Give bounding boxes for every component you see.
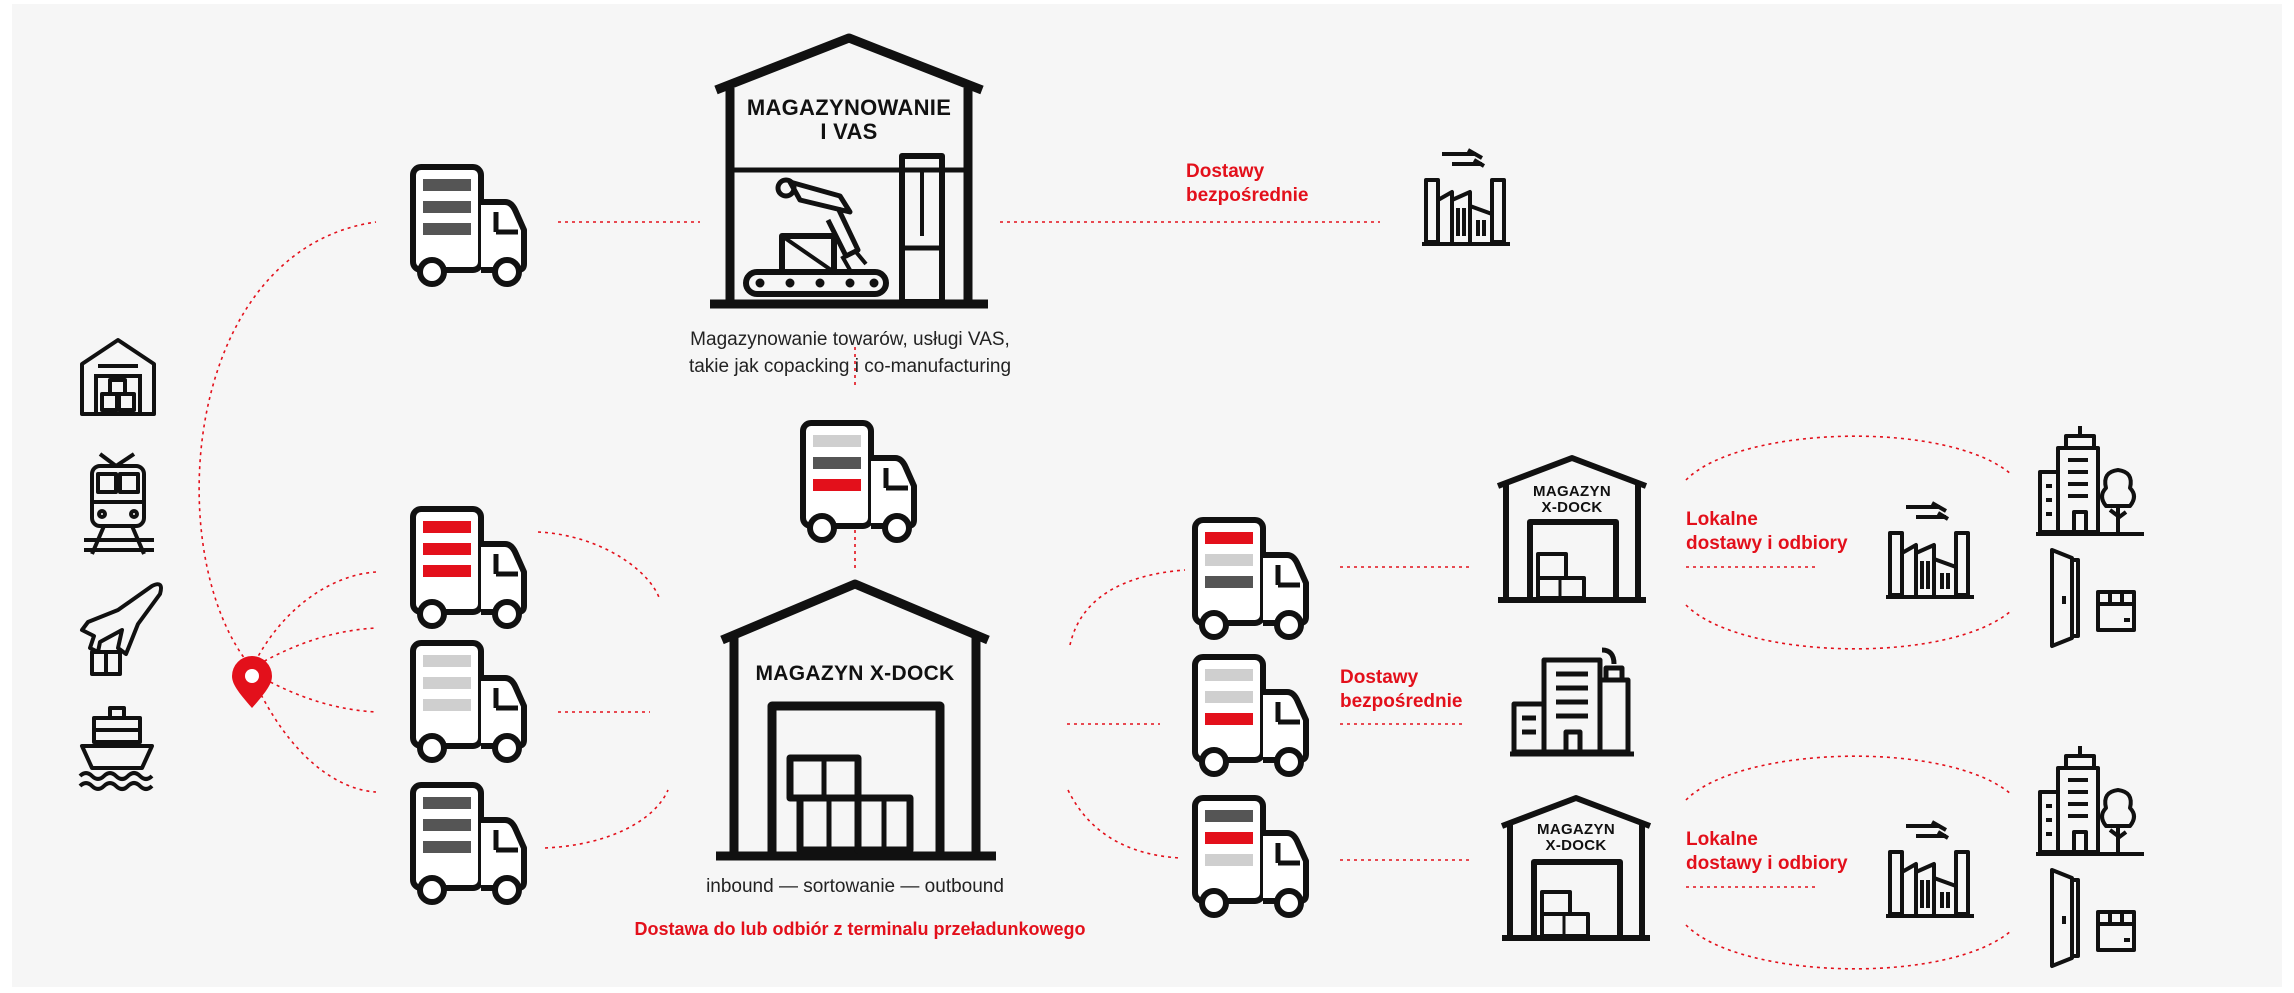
warehouse-icon: [80, 338, 156, 416]
truck-icon: [803, 423, 914, 540]
door-parcel-icon: [2050, 868, 2136, 968]
industrial-building-icon: [1510, 647, 1634, 757]
truck-icon: [413, 643, 524, 760]
city-icon: [2036, 426, 2144, 536]
small-xdock-title: MAGAZYN X-DOCK: [1510, 822, 1642, 854]
xdock-caption: inbound — sortowanie — outbound: [706, 876, 1004, 897]
factory-icon: [1422, 148, 1510, 246]
small-xdock-title-line1: MAGAZYN: [1533, 483, 1611, 500]
terminal-delivery-label: Dostawa do lub odbiór z terminalu przeła…: [634, 919, 1086, 939]
truck-icon: [413, 509, 524, 626]
local-delivery-line1: Lokalne: [1686, 509, 1758, 530]
connector-lines: [198, 221, 2013, 970]
truck-icon: [1195, 798, 1306, 915]
factory-icon: [1886, 501, 1974, 599]
location-pin-icon: [232, 656, 272, 708]
truck-icon: [1195, 520, 1306, 637]
direct-delivery-label-mid: Dostawy bezpośrednie: [1340, 666, 1462, 714]
vas-title-line2: I VAS: [820, 119, 878, 144]
direct-delivery-label-top: Dostawy bezpośrednie: [1186, 160, 1308, 208]
diagram-canvas: [12, 4, 2282, 987]
truck-icon: [413, 785, 524, 902]
city-icon: [2036, 746, 2144, 856]
vas-warehouse-illustration: [710, 33, 988, 309]
local-delivery-label-top: Lokalne dostawy i odbiory: [1686, 508, 1848, 556]
xdock-warehouse-title: MAGAZYN X-DOCK: [755, 662, 955, 685]
local-delivery-line2: dostawy i odbiory: [1686, 853, 1848, 874]
vas-caption-line1: Magazynowanie towarów, usługi VAS,: [690, 329, 1010, 350]
factory-icon: [1886, 820, 1974, 918]
small-xdock-title: MAGAZYN X-DOCK: [1506, 484, 1638, 516]
direct-delivery-line1: Dostawy: [1340, 667, 1419, 688]
vas-warehouse-title: MAGAZYNOWANIE I VAS: [730, 96, 968, 144]
small-xdock-title-line2: X-DOCK: [1541, 499, 1603, 516]
truck-icon: [1195, 657, 1306, 774]
door-parcel-icon: [2050, 548, 2136, 648]
plane-icon: [80, 582, 163, 676]
ship-icon: [78, 706, 154, 791]
small-xdock-illustration: [1496, 455, 1648, 603]
small-xdock-title-line2: X-DOCK: [1545, 837, 1607, 854]
small-xdock-title-line1: MAGAZYN: [1537, 821, 1615, 838]
vas-caption: Magazynowanie towarów, usługi VAS, takie…: [620, 326, 1080, 380]
local-delivery-line1: Lokalne: [1686, 829, 1758, 850]
truck-icon: [413, 167, 524, 284]
direct-delivery-line1: Dostawy: [1186, 161, 1265, 182]
direct-delivery-line2: bezpośrednie: [1340, 691, 1463, 712]
train-icon: [84, 452, 154, 555]
vas-title-line1: MAGAZYNOWANIE: [746, 95, 952, 120]
small-xdock-illustration: [1500, 795, 1652, 941]
local-delivery-line2: dostawy i odbiory: [1686, 533, 1848, 554]
direct-delivery-line2: bezpośrednie: [1186, 185, 1309, 206]
vas-caption-line2: takie jak copacking i co-manufacturing: [688, 356, 1012, 377]
local-delivery-label-bottom: Lokalne dostawy i odbiory: [1686, 828, 1848, 876]
xdock-warehouse-illustration: [716, 579, 996, 861]
